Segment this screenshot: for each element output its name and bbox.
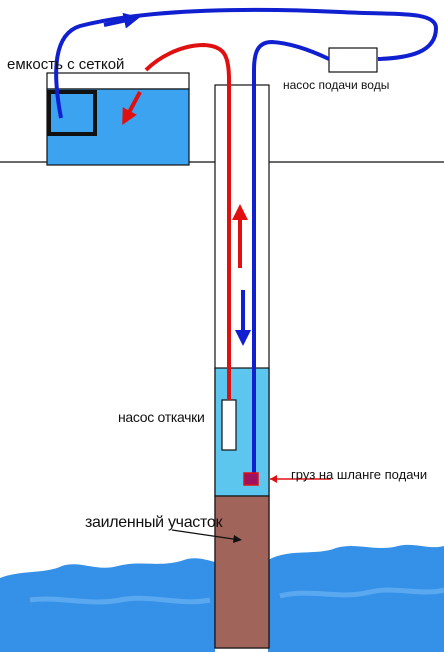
feed-hose-down [252,39,330,475]
silt-layer [214,495,270,649]
drain-pump-label: насос откачки [118,409,205,425]
hose-weight-label: груз на шланге подачи [291,467,428,482]
feed-pump [328,47,378,73]
ground-water [0,544,444,652]
tank-label: емкость с сеткой [7,56,125,73]
mesh-filter [47,90,97,136]
tank [46,88,190,166]
blue-arrow-right-icon [103,12,140,29]
tank-lid [46,72,190,90]
silted-section-label: заиленный участок [85,514,223,531]
feed-hose-supply [54,7,439,119]
feed-pump-label: насос подачи воды [283,78,390,92]
red-arrow-down-left-icon [122,91,142,126]
hose-weight [243,472,259,486]
drain-pump [221,399,237,451]
silt-callout-line [171,529,241,541]
return-hose [144,42,231,400]
weight-callout-arrowhead [270,475,277,483]
silt-callout-arrowhead [233,535,242,543]
